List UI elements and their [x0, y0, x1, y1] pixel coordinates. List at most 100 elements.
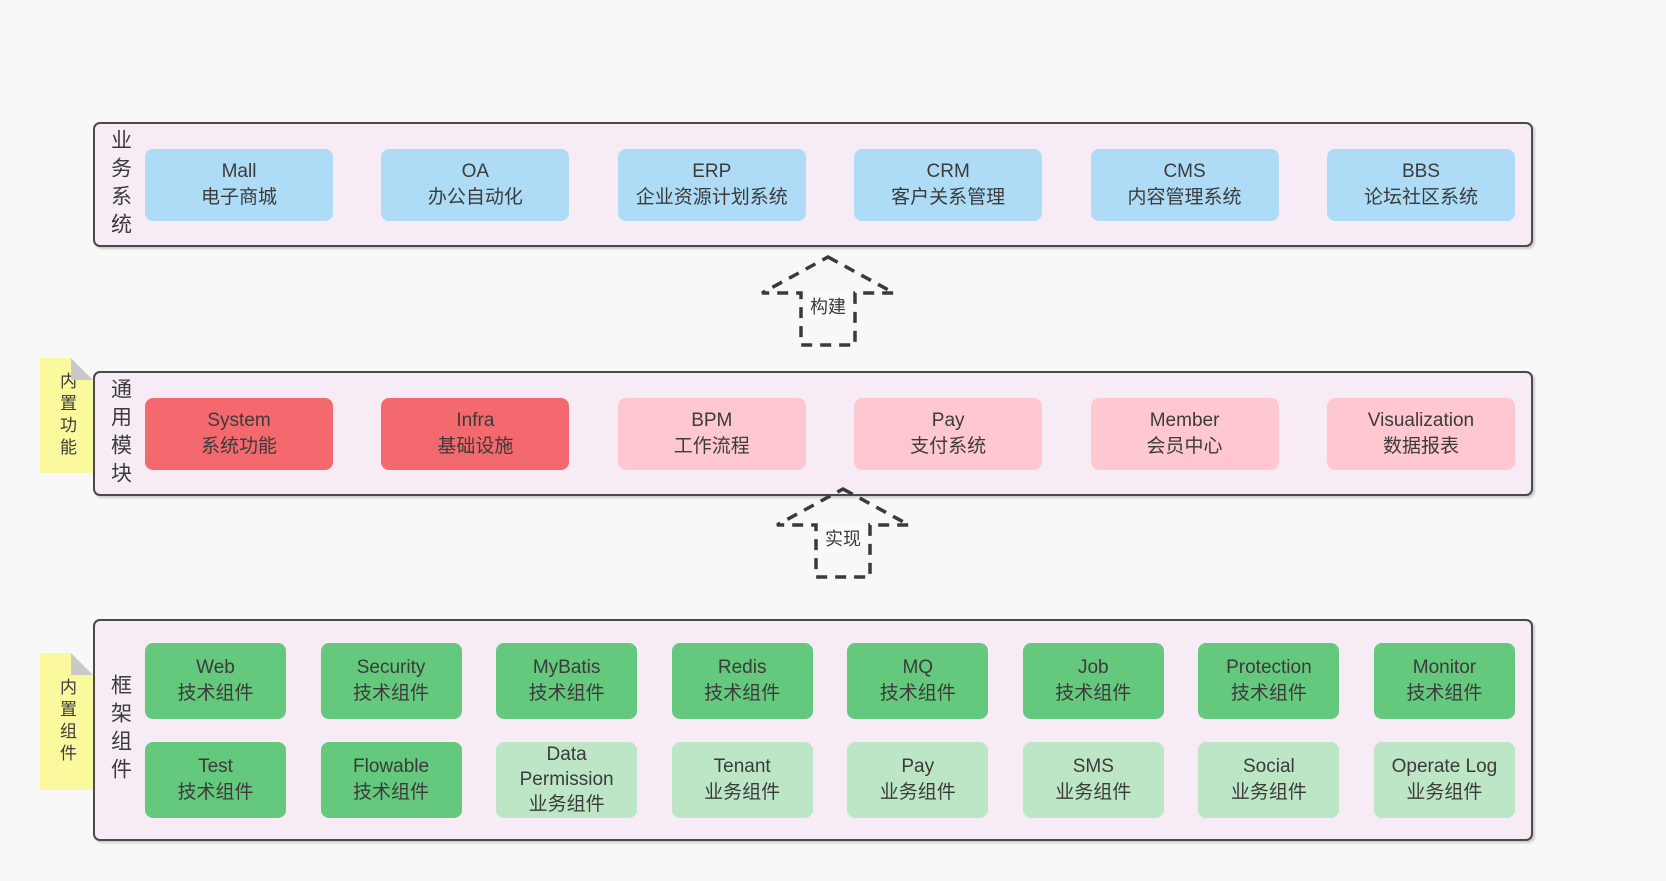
node-subtitle: 办公自动化 — [427, 186, 523, 208]
business-systems-boxes: Mall 电子商城 OA 办公自动化 ERP 企业资源计划系统 CRM 客户关系… — [145, 148, 1515, 221]
node-erp: ERP 企业资源计划系统 — [617, 148, 806, 221]
framework-components-label: 框架组件 — [108, 674, 132, 786]
node-subtitle: 技术组件 — [528, 682, 605, 704]
node-security: Security 技术组件 — [320, 642, 462, 719]
node-title: Data Permission — [519, 743, 614, 790]
tech-components-row: Web 技术组件 Security 技术组件 MyBatis 技术组件 Redi… — [145, 642, 1515, 719]
node-job: Job 技术组件 — [1022, 642, 1164, 719]
node-title: SMS — [1072, 756, 1114, 778]
node-title: Web — [196, 657, 235, 679]
node-mq: MQ 技术组件 — [847, 642, 989, 719]
node-subtitle: 技术组件 — [1406, 682, 1483, 704]
built-in-components-note: 内置组件 — [40, 653, 93, 790]
node-title: Infra — [456, 410, 495, 432]
node-subtitle: 客户关系管理 — [891, 186, 1006, 208]
business-systems-panel: 业务系统 Mall 电子商城 OA 办公自动化 ERP 企业资源计划系统 CRM… — [93, 122, 1533, 247]
node-web: Web 技术组件 — [145, 642, 286, 719]
build-arrow-label: 构建 — [807, 292, 849, 320]
node-title: Monitor — [1412, 657, 1477, 679]
implement-arrow-label: 实现 — [822, 524, 864, 552]
node-title: BBS — [1401, 161, 1440, 183]
node-oa: OA 办公自动化 — [381, 148, 570, 221]
node-subtitle: 技术组件 — [1055, 682, 1132, 704]
node-system: System 系统功能 — [145, 397, 333, 470]
node-monitor: Monitor 技术组件 — [1373, 642, 1515, 719]
node-title: BPM — [691, 410, 733, 432]
node-subtitle: 内容管理系统 — [1127, 186, 1242, 208]
node-title: Job — [1077, 657, 1109, 679]
node-subtitle: 业务组件 — [1406, 781, 1483, 803]
node-title: MQ — [902, 657, 934, 679]
node-tenant: Tenant 业务组件 — [671, 741, 813, 818]
node-subtitle: 技术组件 — [177, 682, 254, 704]
node-subtitle: 技术组件 — [353, 781, 430, 803]
folded-corner-icon — [71, 653, 93, 675]
node-subtitle: 业务组件 — [528, 794, 605, 816]
node-title: Pay — [931, 410, 965, 432]
node-test: Test 技术组件 — [145, 741, 286, 818]
node-pay-module: Pay 支付系统 — [854, 397, 1043, 470]
node-subtitle: 会员中心 — [1146, 435, 1223, 457]
node-subtitle: 业务组件 — [1230, 781, 1307, 803]
node-title: Pay — [901, 756, 935, 778]
node-flowable: Flowable 技术组件 — [320, 741, 462, 818]
node-title: Flowable — [353, 756, 430, 778]
node-bpm: BPM 工作流程 — [617, 397, 806, 470]
node-title: Social — [1243, 756, 1295, 778]
node-subtitle: 技术组件 — [1230, 682, 1307, 704]
node-bbs: BBS 论坛社区系统 — [1326, 148, 1515, 221]
node-title: Security — [356, 657, 426, 679]
common-modules-panel: 通用模块 System 系统功能 Infra 基础设施 BPM 工作流程 Pay… — [93, 371, 1533, 496]
node-subtitle: 支付系统 — [910, 435, 987, 457]
common-modules-label: 通用模块 — [108, 377, 132, 490]
node-title: Test — [198, 756, 233, 778]
node-visualization: Visualization 数据报表 — [1326, 397, 1515, 470]
node-subtitle: 业务组件 — [879, 781, 956, 803]
framework-components-panel: 框架组件 Web 技术组件 Security 技术组件 MyBatis 技术组件… — [93, 619, 1533, 841]
node-member: Member 会员中心 — [1090, 397, 1279, 470]
sticky-note-text: 内置组件 — [57, 677, 76, 766]
node-title: System — [207, 410, 271, 432]
node-subtitle: 技术组件 — [704, 682, 781, 704]
node-title: ERP — [692, 161, 732, 183]
node-mybatis: MyBatis 技术组件 — [496, 642, 638, 719]
node-subtitle: 技术组件 — [177, 781, 254, 803]
node-title: Operate Log — [1391, 756, 1498, 778]
biz-components-row: Test 技术组件 Flowable 技术组件 Data Permission … — [145, 741, 1515, 818]
node-subtitle: 工作流程 — [673, 435, 750, 457]
dashed-up-arrow-icon — [776, 487, 910, 579]
node-protection: Protection 技术组件 — [1198, 642, 1340, 719]
node-subtitle: 基础设施 — [437, 435, 514, 457]
common-modules-boxes: System 系统功能 Infra 基础设施 BPM 工作流程 Pay 支付系统… — [145, 397, 1515, 470]
node-subtitle: 技术组件 — [353, 682, 430, 704]
node-subtitle: 电子商城 — [200, 186, 277, 208]
node-title: OA — [461, 161, 490, 183]
implement-arrow: 实现 — [773, 486, 913, 580]
node-subtitle: 论坛社区系统 — [1363, 186, 1478, 208]
build-arrow: 构建 — [758, 254, 898, 348]
dashed-up-arrow-icon — [761, 255, 895, 347]
node-data-permission: Data Permission 业务组件 — [496, 741, 638, 818]
node-title: Redis — [717, 657, 767, 679]
node-subtitle: 技术组件 — [879, 682, 956, 704]
node-infra: Infra 基础设施 — [381, 397, 570, 470]
node-subtitle: 业务组件 — [1055, 781, 1132, 803]
node-subtitle: 系统功能 — [200, 435, 277, 457]
node-title: Protection — [1226, 657, 1312, 679]
node-title: Mall — [221, 161, 257, 183]
node-social: Social 业务组件 — [1198, 741, 1340, 818]
node-subtitle: 业务组件 — [704, 781, 781, 803]
node-subtitle: 企业资源计划系统 — [635, 186, 788, 208]
node-crm: CRM 客户关系管理 — [854, 148, 1043, 221]
node-title: Tenant — [713, 756, 771, 778]
node-title: Visualization — [1367, 410, 1475, 432]
business-systems-label: 业务系统 — [108, 128, 132, 241]
node-subtitle: 数据报表 — [1382, 435, 1459, 457]
node-title: Member — [1149, 410, 1220, 432]
node-title: CRM — [926, 161, 970, 183]
node-operate-log: Operate Log 业务组件 — [1373, 741, 1515, 818]
framework-components-rows: Web 技术组件 Security 技术组件 MyBatis 技术组件 Redi… — [145, 642, 1515, 818]
node-sms: SMS 业务组件 — [1022, 741, 1164, 818]
built-in-functions-note: 内置功能 — [40, 358, 93, 473]
